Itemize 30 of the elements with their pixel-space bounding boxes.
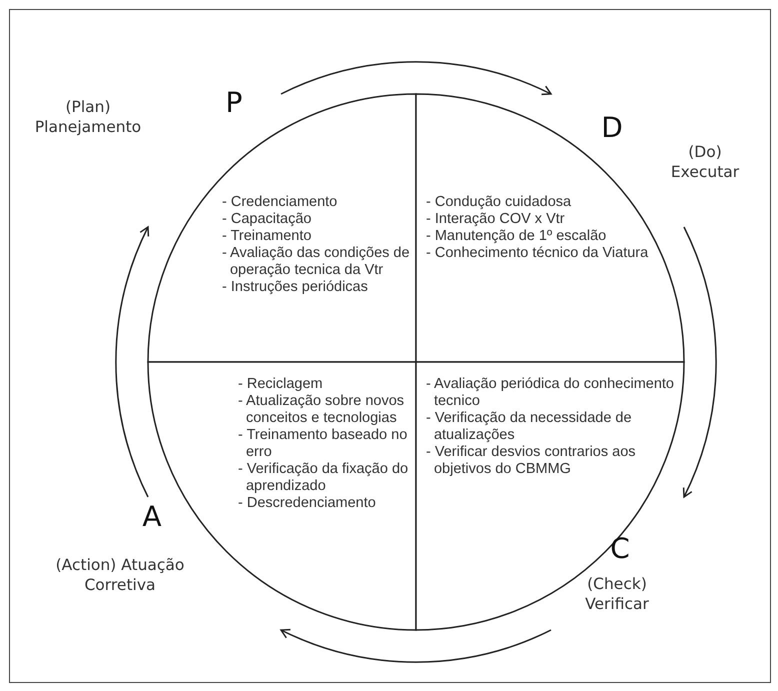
- list-item: - Verificação da fixação do aprendizado: [238, 461, 410, 495]
- curved-arrow: [280, 61, 552, 96]
- list-item: - Verificar desvios contrarios aos objetivos do CBMMG: [426, 444, 637, 478]
- list-item: - Instruções periódicas: [222, 279, 369, 296]
- list-item: - Manutenção de 1º escalão: [426, 228, 608, 245]
- list-item: - Condução cuidadosa: [426, 194, 572, 211]
- list-item: - Credenciamento: [222, 194, 338, 211]
- cycle-quadrant: [416, 362, 684, 630]
- list-item: - Treinamento: [222, 228, 312, 245]
- phase-name: (Check) Verificar: [584, 574, 650, 614]
- phase-letter: C: [609, 532, 631, 565]
- curved-arrow: [280, 628, 552, 663]
- list-item: - Avaliação periódica do conhecimento tecnico: [426, 376, 676, 410]
- phase-name: (Do) Executar: [670, 142, 740, 182]
- curved-arrow: [682, 226, 717, 498]
- list-item: - Avaliação das condições de operação tecnica da Vtr: [222, 245, 411, 279]
- curved-arrow: [115, 226, 150, 498]
- list-item: - Treinamento baseado no erro: [238, 427, 408, 461]
- list-item: - Atualização sobre novos conceitos e tecnologias: [238, 393, 406, 427]
- phase-letter: P: [224, 86, 244, 119]
- list-item: - Verificação da necessidade de atualizações: [426, 410, 633, 444]
- list-item: - Descredenciamento: [238, 495, 377, 512]
- list-item: - Capacitação: [222, 211, 312, 228]
- phase-name: (Plan) Planejamento: [34, 97, 142, 137]
- list-item: - Interação COV x Vtr: [426, 211, 566, 228]
- phase-name: (Action) Atuação Corretiva: [54, 555, 186, 595]
- list-item: - Reciclagem: [238, 376, 324, 393]
- phase-letter: D: [600, 111, 624, 144]
- phase-letter: A: [141, 500, 163, 533]
- list-item: - Conhecimento técnico da Viatura: [426, 245, 650, 262]
